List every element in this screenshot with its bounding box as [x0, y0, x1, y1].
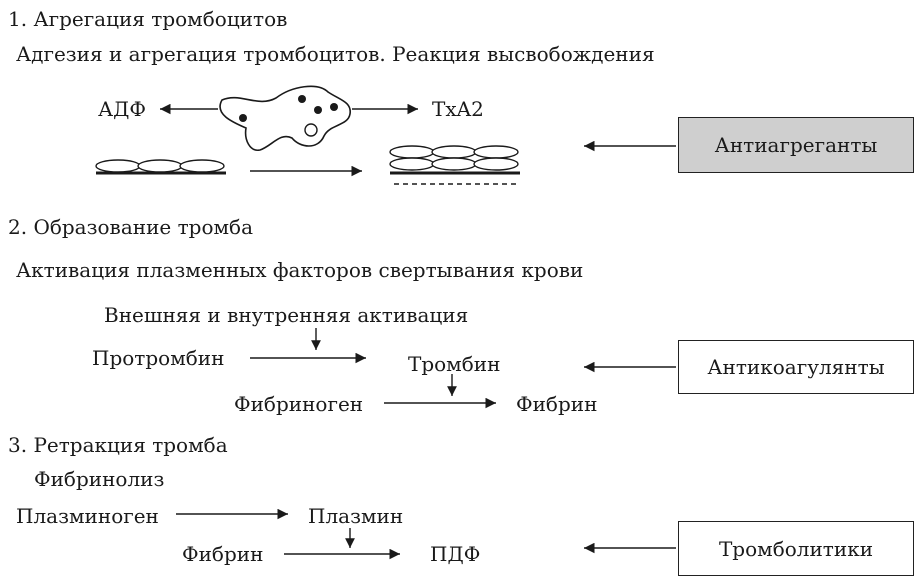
platelet-layer-left	[95, 159, 226, 175]
fibrin-label-3: Фибрин	[182, 542, 264, 566]
section3-heading: 3. Ретракция тромба	[8, 433, 228, 457]
prothrombin-label: Протромбин	[92, 346, 225, 370]
antiaggregants-box: Антиагреганты	[678, 117, 914, 173]
section1-heading: 1. Агрегация тромбоцитов	[8, 7, 288, 31]
txa2-label: TxA2	[432, 97, 484, 121]
activation-label: Внешняя и внутренняя активация	[104, 303, 469, 327]
section3-subtitle: Фибринолиз	[34, 467, 165, 491]
fibrin-label: Фибрин	[516, 392, 598, 416]
thrombin-label: Тромбин	[408, 352, 501, 376]
adp-label: АДФ	[98, 97, 147, 121]
granule-dot	[314, 106, 322, 114]
activated-platelet-shape	[219, 85, 351, 151]
vesicle-circle	[304, 123, 318, 137]
anticoagulants-box: Антикоагулянты	[678, 340, 914, 394]
fibrinogen-label: Фибриноген	[234, 392, 364, 416]
plasmin-label: Плазмин	[308, 504, 404, 528]
granule-dot	[239, 114, 247, 122]
thrombolytics-box: Тромболитики	[678, 521, 914, 576]
plasminogen-label: Плазминоген	[16, 504, 159, 528]
granule-dot	[298, 95, 306, 103]
section2-heading: 2. Образование тромба	[8, 215, 254, 239]
platelet-aggregate-right	[389, 145, 520, 185]
section2-subtitle: Активация плазменных факторов свертывани…	[16, 258, 584, 282]
section1-subtitle: Адгезия и агрегация тромбоцитов. Реакция…	[16, 42, 655, 66]
pdf-label: ПДФ	[430, 542, 481, 566]
granule-dot	[330, 103, 338, 111]
